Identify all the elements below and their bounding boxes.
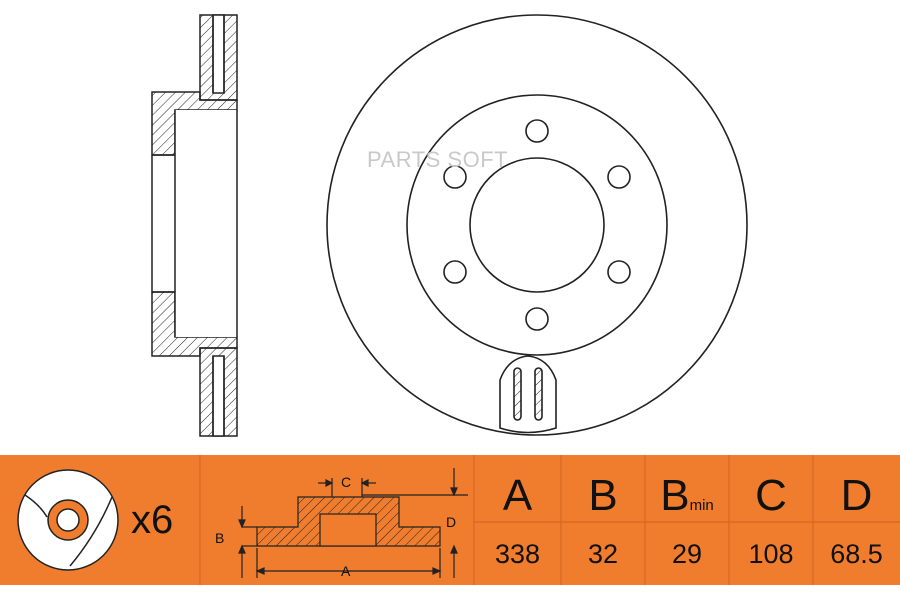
header-d: D — [840, 471, 873, 520]
bolt-hole — [607, 260, 631, 284]
disc-outer-edge — [326, 14, 748, 436]
header-a: A — [502, 471, 533, 520]
header-b: B — [588, 471, 618, 520]
spec-bar-bg — [0, 455, 900, 585]
header-bmin: Bmin — [645, 474, 729, 528]
bolt-hole — [525, 307, 549, 331]
header-c: C — [755, 471, 787, 520]
disc-front-view — [326, 14, 748, 436]
disc-hat-edge — [406, 94, 668, 356]
dim-label-a: A — [341, 563, 351, 579]
disc-center-bore — [469, 157, 605, 293]
value-b: 32 — [587, 539, 619, 569]
vent-cutaway — [499, 355, 557, 434]
value-a: 338 — [494, 539, 541, 569]
bolt-hole — [525, 119, 549, 143]
bolt-hole — [607, 165, 631, 189]
value-bmin: 29 — [671, 539, 703, 569]
watermark-text: PARTS SOFT — [367, 147, 509, 172]
spec-grid-lines — [199, 455, 900, 585]
value-c: 108 — [748, 539, 794, 569]
value-d: 68.5 — [830, 539, 883, 569]
dim-label-c: C — [341, 474, 351, 490]
dim-label-b: B — [215, 530, 224, 546]
header-bmin-sub: min — [689, 497, 714, 514]
dimension-diagram — [238, 468, 468, 578]
brake-disc-icon — [17, 469, 119, 571]
disc-side-section — [151, 14, 238, 437]
quantity-label: x6 — [131, 498, 174, 542]
bolt-hole — [443, 260, 467, 284]
bolt-hole — [443, 165, 467, 189]
dim-label-d: D — [446, 514, 456, 530]
header-bmin-letter: B — [660, 471, 690, 520]
